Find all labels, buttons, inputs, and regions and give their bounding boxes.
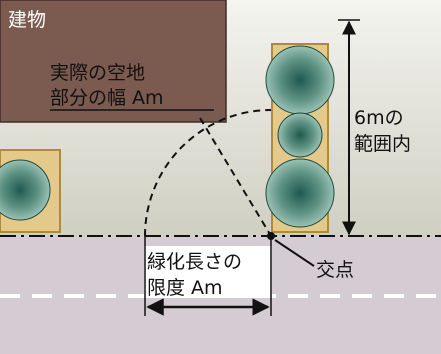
radius-arc [144,109,272,237]
left-tree-icon [0,159,51,221]
building [0,0,227,123]
tree-icon-bottom [265,158,335,228]
tree-icon-middle [277,112,323,158]
height-range-label-1: 6mの [354,107,404,129]
leader-line [199,117,272,237]
height-range-label-2: 範囲内 [354,133,411,155]
greening-length-label-1: 緑化長さの [147,251,242,273]
actual-open-width-label-1: 実際の空地 [50,62,145,84]
intersection-label: 交点 [316,259,354,281]
tree-icon-top [265,45,335,115]
actual-open-width-label-2: 部分の幅 Am [50,87,164,109]
greening-length-label-2: 限度 Am [147,277,223,299]
building-label: 建物 [8,9,46,31]
greening-label-box [144,246,272,298]
intersection-leader [274,239,315,267]
